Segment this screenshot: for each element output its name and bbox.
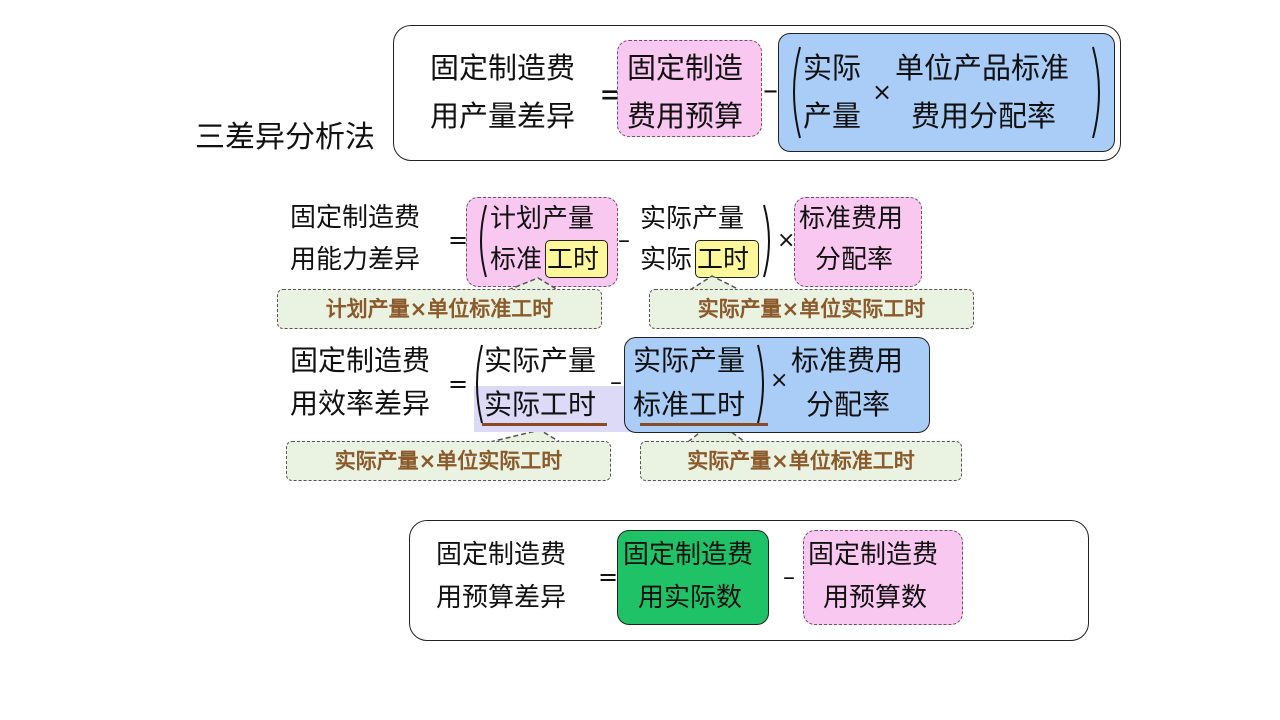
minus-sign: – (618, 226, 630, 254)
budget-variance-label-line1: 固定制造费 (436, 540, 567, 570)
minus-sign: – (610, 368, 622, 396)
actual-hours-text: 实际工时 (484, 388, 597, 421)
efficiency-variance-label-line1: 固定制造费 (290, 344, 431, 377)
actual-hours-underline (482, 423, 607, 426)
equals-sign: = (448, 370, 469, 398)
capacity-variance-label-line2: 用产量差异 (430, 99, 576, 133)
planned-hours-callout: 计划产量×单位标准工时 (277, 289, 602, 329)
efficiency-variance-label-line2: 用效率差异 (290, 387, 431, 420)
actual-prefix-text: 实际 (640, 245, 693, 275)
unit-standard-rate-line1: 单位产品标准 (895, 51, 1070, 85)
right-paren-icon (763, 204, 770, 278)
planned-output-text: 计划产量 (490, 204, 595, 234)
fixed-overhead-budget-box (617, 40, 762, 137)
unit-standard-rate-line2: 费用分配率 (911, 99, 1057, 133)
page-title: 三差异分析法 (195, 120, 375, 155)
fixed-overhead-budget-box (803, 530, 963, 625)
times-sign: × (872, 78, 893, 106)
standard-rate-line2: 分配率 (815, 245, 894, 275)
standard-hours-text: 标准工时 (633, 388, 746, 421)
actual-output-text: 实际产量 (640, 204, 745, 234)
fixed-overhead-actual-line2: 用实际数 (638, 583, 743, 613)
standard-hours-callout: 实际产量×单位标准工时 (640, 441, 962, 481)
budget-variance-label-line2: 用预算差异 (436, 583, 567, 613)
capacity-variance-label-line1: 固定制造费 (430, 51, 576, 85)
standard-capacity-cost-box (778, 33, 1115, 152)
minus-sign: – (763, 73, 778, 108)
left-paren-icon (476, 344, 483, 424)
minus-sign: – (783, 563, 795, 591)
actual-output-line2: 产量 (803, 99, 862, 133)
standard-hours-cost-box (624, 337, 930, 433)
times-sign: × (770, 368, 789, 393)
right-paren-icon (1092, 46, 1100, 139)
right-paren-icon (757, 344, 764, 424)
actual-hours-callout: 实际产量×单位实际工时 (286, 441, 611, 481)
standard-rate-line1: 标准费用 (799, 204, 904, 234)
actual-hours-callout: 实际产量×单位实际工时 (649, 289, 974, 329)
hours-text: 工时 (547, 245, 600, 275)
equals-sign: = (598, 563, 619, 591)
hours-highlight (695, 240, 759, 278)
actual-output-line1: 实际 (803, 51, 862, 85)
equals-sign: = (448, 226, 469, 254)
fixed-overhead-budget-line2: 费用预算 (627, 99, 744, 133)
standard-prefix-text: 标准 (490, 245, 543, 275)
hours-text: 工时 (697, 245, 750, 275)
standard-rate-line1: 标准费用 (791, 344, 904, 377)
fixed-overhead-actual-box (617, 530, 769, 625)
standard-rate-box (794, 197, 922, 287)
fixed-overhead-budget-line2: 用预算数 (823, 583, 928, 613)
standard-rate-line2: 分配率 (806, 388, 891, 421)
actual-output-text: 实际产量 (633, 344, 746, 377)
fixed-overhead-budget-line1: 固定制造 (627, 51, 744, 85)
fixed-overhead-budget-line1: 固定制造费 (808, 540, 939, 570)
standard-hours-underline (640, 423, 768, 426)
ability-variance-label-line2: 用能力差异 (290, 245, 421, 275)
times-sign: × (777, 228, 796, 253)
left-paren-icon (793, 46, 801, 139)
actual-output-text: 实际产量 (484, 344, 597, 377)
fixed-overhead-actual-line1: 固定制造费 (623, 540, 754, 570)
hours-highlight (545, 240, 608, 278)
ability-variance-label-line1: 固定制造费 (290, 203, 421, 233)
left-paren-icon (480, 204, 487, 278)
